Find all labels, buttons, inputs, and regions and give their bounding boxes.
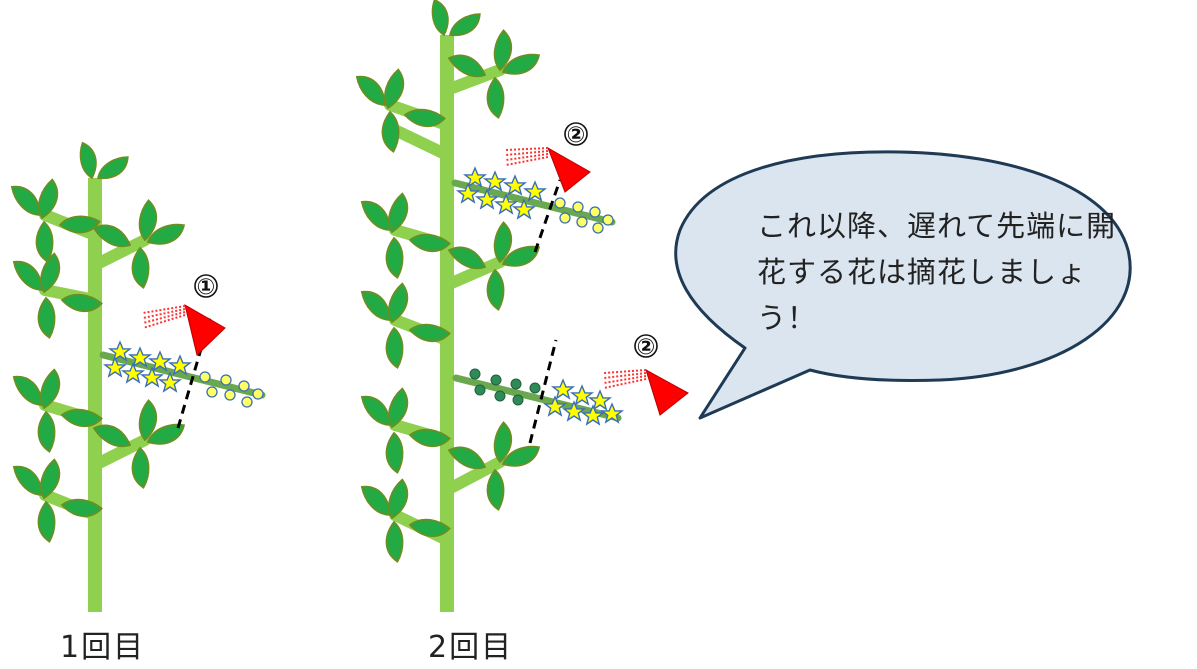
speech-bubble [674,150,1132,420]
plant-1: ① [4,140,266,612]
flower-cluster-upper [451,167,616,234]
main-stem [440,35,454,612]
step-marker-2b: ② [637,335,656,360]
speech-bubble-text: これ以降、遅れて先端に開花する花は摘花しましょう！ [757,209,1117,335]
bud-icon [554,197,614,234]
plant-2-caption: 2回目 [428,630,514,665]
young-fruit [469,368,541,406]
sprayer-icon [505,146,591,193]
flower-cluster-lower [452,368,623,425]
sprayer-icon [142,303,226,356]
spray-mist-icon [603,369,647,389]
main-stem [88,178,102,612]
cut-line [528,339,558,444]
step-marker-2a: ② [567,123,586,148]
plant-1-caption: 1回目 [60,630,146,665]
spray-mist-icon [142,305,186,329]
step-marker-1: ① [197,275,216,300]
cut-line [533,179,562,253]
spray-mist-icon [505,147,549,166]
sprayer-icon [603,368,689,416]
plant-2: ② [349,0,689,612]
bud-icon [199,371,264,408]
flower-cluster [99,341,266,408]
